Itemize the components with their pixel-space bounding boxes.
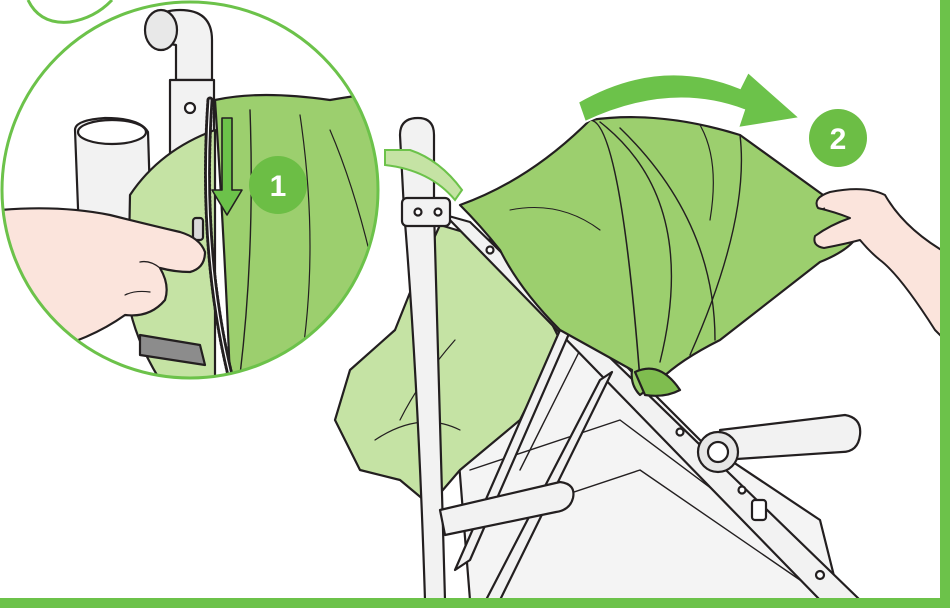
zipper-pull-icon: [193, 218, 203, 240]
step-2-badge: 2: [809, 109, 867, 167]
hand-icon: [814, 189, 950, 345]
zoom-inset: 1: [0, 2, 400, 380]
step-1-badge: 1: [249, 156, 307, 214]
stroller: [335, 117, 860, 600]
step-1-number: 1: [270, 170, 287, 203]
previous-step-circle: [28, 0, 112, 22]
step-2-number: 2: [830, 123, 847, 156]
stroller-armrest: [720, 415, 860, 460]
